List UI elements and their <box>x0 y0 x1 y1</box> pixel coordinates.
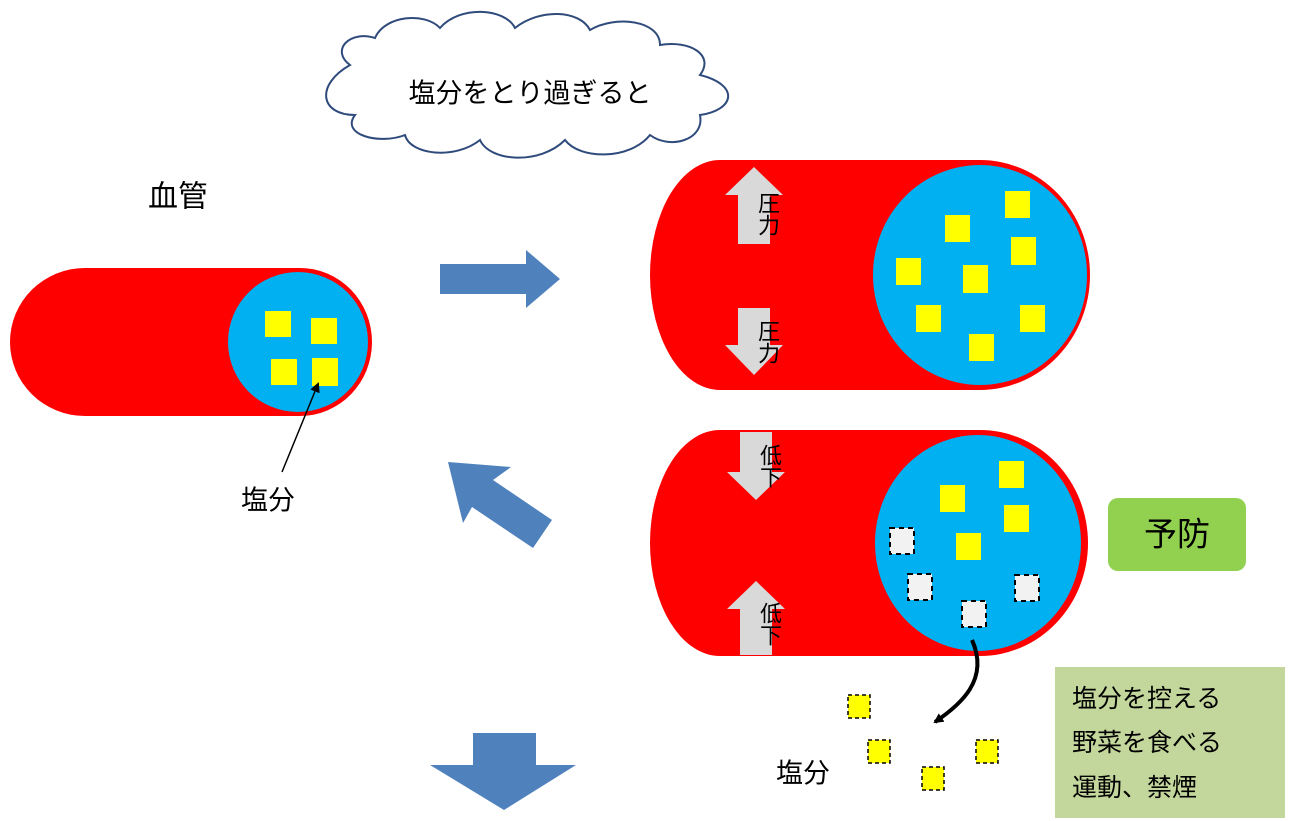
excreted-salt-particle <box>867 739 891 764</box>
flow-arrow-down <box>430 733 576 810</box>
salt-label: 塩分 <box>241 486 295 517</box>
salt-particle <box>999 461 1024 488</box>
prevention-item: 野菜を食べる <box>1072 728 1222 757</box>
salt-particle <box>940 485 965 512</box>
excreted-salt-particle <box>921 766 945 791</box>
vessel-label: 血管 <box>148 180 208 215</box>
excretion-arrow <box>933 639 980 724</box>
lowered-vessel: 低下 低下 <box>650 430 1088 656</box>
excreted-salt-particle <box>847 694 871 719</box>
salt-particle <box>963 265 988 293</box>
normal-vessel <box>10 268 372 473</box>
prevention-item: 塩分を控える <box>1072 684 1221 713</box>
removed-salt-particle <box>961 600 987 628</box>
salt-particle <box>1005 191 1030 218</box>
pressured-vessel: 圧力 圧力 <box>650 160 1090 390</box>
decrease-label-1: 低下 <box>756 444 782 488</box>
decrease-label-2: 低下 <box>756 602 782 646</box>
prevention-title-box: 予防 <box>1108 498 1246 571</box>
salt-particle <box>311 318 337 344</box>
flow-arrow-right <box>440 250 560 308</box>
pressure-arrow-up: 圧力 <box>725 167 783 244</box>
decrease-arrow-up: 低下 <box>727 581 785 655</box>
excreted-salt-label: 塩分 <box>776 759 830 790</box>
excreted-salt-particle <box>975 739 999 764</box>
salt-particle <box>896 258 921 285</box>
salt-particle <box>969 334 994 361</box>
salt-particle <box>312 358 338 386</box>
prevention-title: 予防 <box>1144 515 1210 554</box>
salt-particle <box>916 305 941 332</box>
removed-salt-particle <box>889 527 915 555</box>
removed-salt-particle <box>1014 574 1040 602</box>
prevention-item: 運動、禁煙 <box>1072 773 1197 802</box>
pressure-arrow-down: 圧力 <box>725 308 783 375</box>
excreted-salt <box>847 694 999 791</box>
vessel-lumen <box>228 272 368 412</box>
salt-particle <box>265 311 291 337</box>
prevention-list-box: 塩分を控える 野菜を食べる 運動、禁煙 <box>1055 667 1285 818</box>
salt-particle <box>1004 505 1029 532</box>
removed-salt-particle <box>907 573 933 601</box>
salt-particle <box>1020 305 1045 332</box>
pressure-label-2: 圧力 <box>754 320 780 364</box>
decrease-arrow-down: 低下 <box>727 432 785 500</box>
salt-particle <box>1011 237 1036 265</box>
salt-pointer-line <box>281 382 320 473</box>
salt-particle <box>956 533 981 560</box>
salt-particle <box>271 359 297 385</box>
salt-particle <box>945 215 970 242</box>
pressure-label-1: 圧力 <box>754 192 780 236</box>
cloud-callout: 塩分をとり過ぎると <box>325 10 730 159</box>
flow-arrow-back <box>448 462 552 548</box>
cloud-text: 塩分をとり過ぎると <box>409 79 652 110</box>
